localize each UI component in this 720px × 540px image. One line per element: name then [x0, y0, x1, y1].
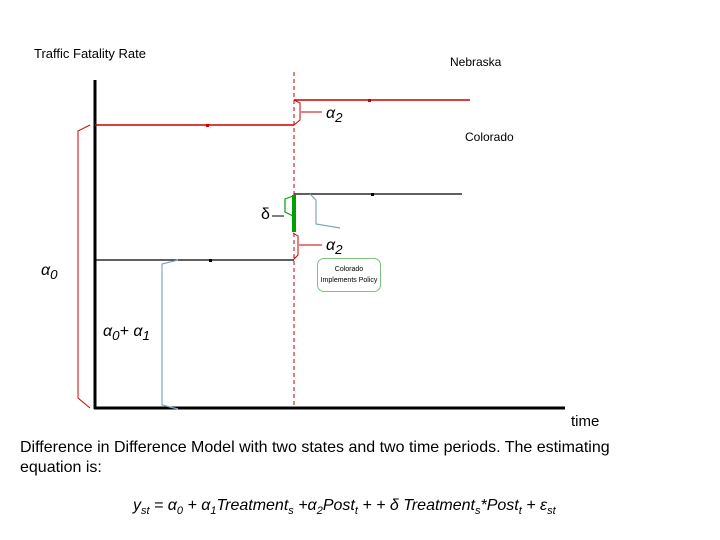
alpha0-alpha1-label: α0+ α1	[103, 323, 150, 344]
alpha2-mid-bracket	[292, 232, 299, 261]
colorado-shift-bracket	[309, 193, 341, 229]
delta-bracket	[284, 195, 294, 217]
alpha0-label: α0	[41, 262, 58, 283]
colorado-label: Colorado	[465, 130, 514, 144]
alpha0-bracket	[77, 124, 91, 409]
policy-callout: Colorado Implements Policy	[317, 258, 381, 292]
caption: Difference in Difference Model with two …	[20, 439, 610, 476]
alpha2-top-label: α2	[326, 105, 343, 126]
estimating-equation: yst = α0 + α1Treatments +α2Postt + + δ T…	[133, 497, 556, 518]
delta-label: δ	[261, 206, 270, 223]
treatment-bracket	[161, 259, 179, 410]
nebraska-pre-point	[206, 124, 209, 127]
colorado-pre-point	[209, 259, 212, 262]
y-axis-label: Traffic Fatality Rate	[34, 46, 146, 61]
alpha2-mid-label: α2	[326, 237, 343, 258]
x-axis-label: time	[571, 413, 600, 430]
colorado-post-point	[371, 193, 374, 196]
callout-line2: Implements Policy	[320, 277, 378, 284]
nebraska-post-point	[368, 99, 371, 102]
callout-line1: Colorado	[334, 266, 364, 273]
nebraska-label: Nebraska	[450, 55, 502, 69]
alpha2-top-bracket	[293, 99, 301, 126]
